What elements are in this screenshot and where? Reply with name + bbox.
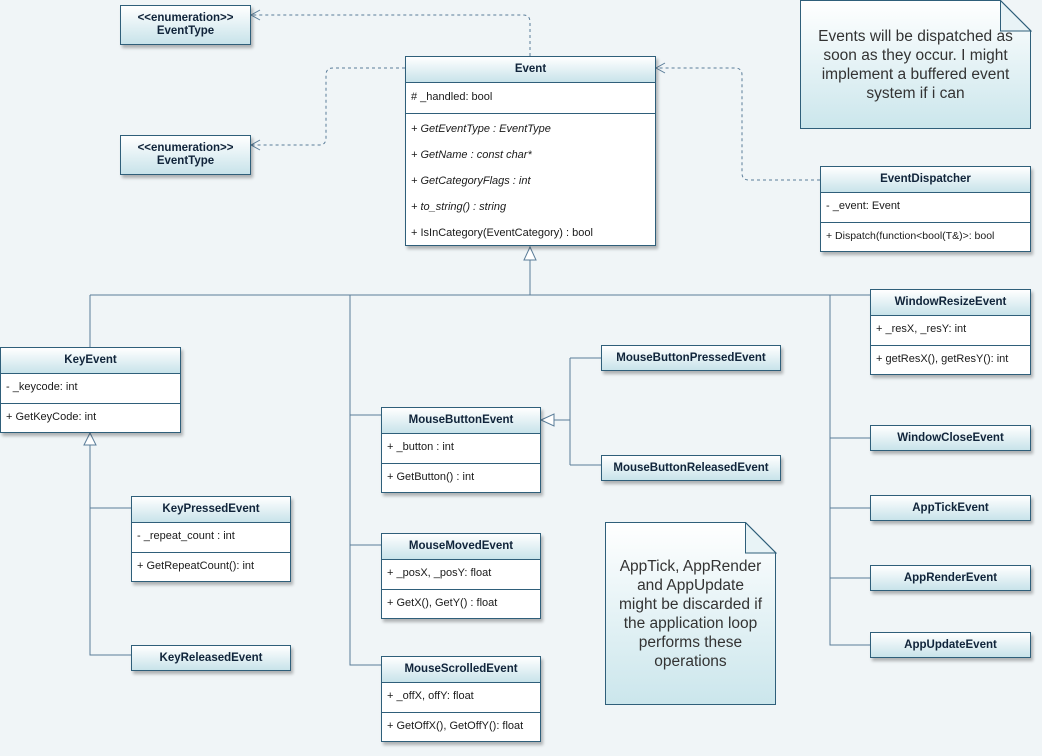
dependency-edge-dispatcher-to-event <box>657 67 820 181</box>
methods-section: + GetEventType : EventType + GetName : c… <box>406 113 655 246</box>
method-row: + GetRepeatCount(): int <box>137 560 255 572</box>
stereotype-label: <<enumeration>> <box>137 12 234 24</box>
method-row: + Dispatch(function<bool(T&)>: bool <box>826 230 995 242</box>
inheritance-bus-keyevent <box>89 445 131 656</box>
class-header: AppRenderEvent <box>871 566 1030 590</box>
attribute-row: - _keycode: int <box>6 381 78 393</box>
attributes-section: + _offX, offY: float <box>382 682 540 712</box>
note-fold-icon <box>745 522 777 554</box>
stereotype-label: <<enumeration>> <box>137 142 234 154</box>
mouse-scrolled-event-class[interactable]: MouseScrolledEvent + _offX, offY: float … <box>381 656 541 742</box>
eventtype-enum-top[interactable]: <<enumeration>> EventType <box>120 5 251 45</box>
class-header: WindowResizeEvent <box>871 290 1030 315</box>
dependency-arrowhead <box>249 139 261 151</box>
mouse-moved-event-class[interactable]: MouseMovedEvent + _posX, _posY: float + … <box>381 533 541 619</box>
note-dispatch[interactable]: Events will be dispatched as soon as the… <box>800 0 1031 129</box>
method-row: + GetKeyCode: int <box>6 411 97 423</box>
class-header: WindowCloseEvent <box>871 426 1030 450</box>
class-header: KeyEvent <box>1 348 180 373</box>
method-row: + GetCategoryFlags : int <box>411 175 531 187</box>
dependency-edge-event-to-eventtype-bottom <box>252 67 405 146</box>
class-header: KeyPressedEvent <box>132 497 290 522</box>
method-row: + getResX(), getResY(): int <box>876 353 1009 365</box>
class-header: MouseMovedEvent <box>382 534 540 559</box>
attribute-row: - _repeat_count : int <box>137 530 235 542</box>
class-header: MouseButtonEvent <box>382 408 540 433</box>
attributes-section: + _resX, _resY: int <box>871 315 1030 345</box>
event-dispatcher-class[interactable]: EventDispatcher - _event: Event + Dispat… <box>820 166 1031 252</box>
method-row: + GetName : const char* <box>411 149 532 161</box>
inheritance-triangle-keyevent <box>83 431 97 446</box>
inheritance-bus-mousebuttonevent <box>554 357 601 466</box>
attribute-row: + _resX, _resY: int <box>876 323 967 335</box>
eventtype-enum-bottom[interactable]: <<enumeration>> EventType <box>120 135 251 175</box>
key-released-event-class[interactable]: KeyReleasedEvent <box>131 645 291 671</box>
key-pressed-event-class[interactable]: KeyPressedEvent - _repeat_count : int + … <box>131 496 291 582</box>
class-header: EventDispatcher <box>821 167 1030 192</box>
methods-section: + GetButton() : int <box>382 463 540 490</box>
attribute-row: + _offX, offY: float <box>387 690 474 702</box>
method-row: + GetButton() : int <box>387 471 475 483</box>
class-header: <<enumeration>> EventType <box>121 136 250 174</box>
inheritance-triangle-event <box>523 245 537 261</box>
class-header: MouseScrolledEvent <box>382 657 540 682</box>
note-text: AppTick, AppRender and AppUpdate might b… <box>618 557 763 670</box>
class-header: MouseButtonReleasedEvent <box>602 456 780 480</box>
method-row: + GetOffX(), GetOffY(): float <box>387 720 524 732</box>
attribute-row: - _event: Event <box>826 200 900 212</box>
class-header: Event <box>406 57 655 82</box>
class-header: KeyReleasedEvent <box>132 646 290 670</box>
method-row: + GetEventType : EventType <box>411 123 551 135</box>
app-tick-event-class[interactable]: AppTickEvent <box>870 495 1031 521</box>
attribute-row: + _button : int <box>387 441 454 453</box>
app-update-event-class[interactable]: AppUpdateEvent <box>870 632 1031 658</box>
methods-section: + GetX(), GetY() : float <box>382 589 540 616</box>
attributes-section: - _repeat_count : int <box>132 522 290 552</box>
methods-section: + Dispatch(function<bool(T&)>: bool <box>821 222 1030 249</box>
class-header: AppTickEvent <box>871 496 1030 520</box>
class-name: EventType <box>156 25 215 37</box>
key-event-class[interactable]: KeyEvent - _keycode: int + GetKeyCode: i… <box>0 347 181 433</box>
method-row: + IsInCategory(EventCategory) : bool <box>411 227 593 239</box>
attributes-section: + _posX, _posY: float <box>382 559 540 589</box>
dependency-arrowhead <box>249 9 261 21</box>
event-class[interactable]: Event # _handled: bool + GetEventType : … <box>405 56 656 246</box>
dependency-arrowhead <box>654 62 666 74</box>
attributes-section: - _event: Event <box>821 192 1030 222</box>
inheritance-bus-event <box>89 260 1031 666</box>
attribute-row: # _handled: bool <box>411 91 493 103</box>
app-render-event-class[interactable]: AppRenderEvent <box>870 565 1031 591</box>
inheritance-triangle-mousebuttonevent <box>539 413 555 427</box>
attributes-section: # _handled: bool <box>406 82 655 113</box>
window-resize-event-class[interactable]: WindowResizeEvent + _resX, _resY: int + … <box>870 289 1031 375</box>
dependency-edge-event-to-eventtype-top <box>252 14 531 56</box>
method-row: + to_string() : string <box>411 201 507 213</box>
note-text: Events will be dispatched as soon as the… <box>818 27 1013 102</box>
attributes-section: + _button : int <box>382 433 540 463</box>
mouse-button-released-event-class[interactable]: MouseButtonReleasedEvent <box>601 455 781 481</box>
class-name: EventType <box>156 155 215 167</box>
window-close-event-class[interactable]: WindowCloseEvent <box>870 425 1031 451</box>
method-row: + GetX(), GetY() : float <box>387 597 498 609</box>
class-header: AppUpdateEvent <box>871 633 1030 657</box>
methods-section: + GetKeyCode: int <box>1 403 180 430</box>
mouse-button-pressed-event-class[interactable]: MouseButtonPressedEvent <box>601 345 781 371</box>
mouse-button-event-class[interactable]: MouseButtonEvent + _button : int + GetBu… <box>381 407 541 493</box>
attributes-section: - _keycode: int <box>1 373 180 403</box>
methods-section: + GetOffX(), GetOffY(): float <box>382 712 540 739</box>
class-header: <<enumeration>> EventType <box>121 6 250 44</box>
methods-section: + getResX(), getResY(): int <box>871 345 1030 372</box>
attribute-row: + _posX, _posY: float <box>387 567 492 579</box>
methods-section: + GetRepeatCount(): int <box>132 552 290 579</box>
note-fold-icon <box>1000 0 1032 32</box>
class-header: MouseButtonPressedEvent <box>602 346 780 370</box>
